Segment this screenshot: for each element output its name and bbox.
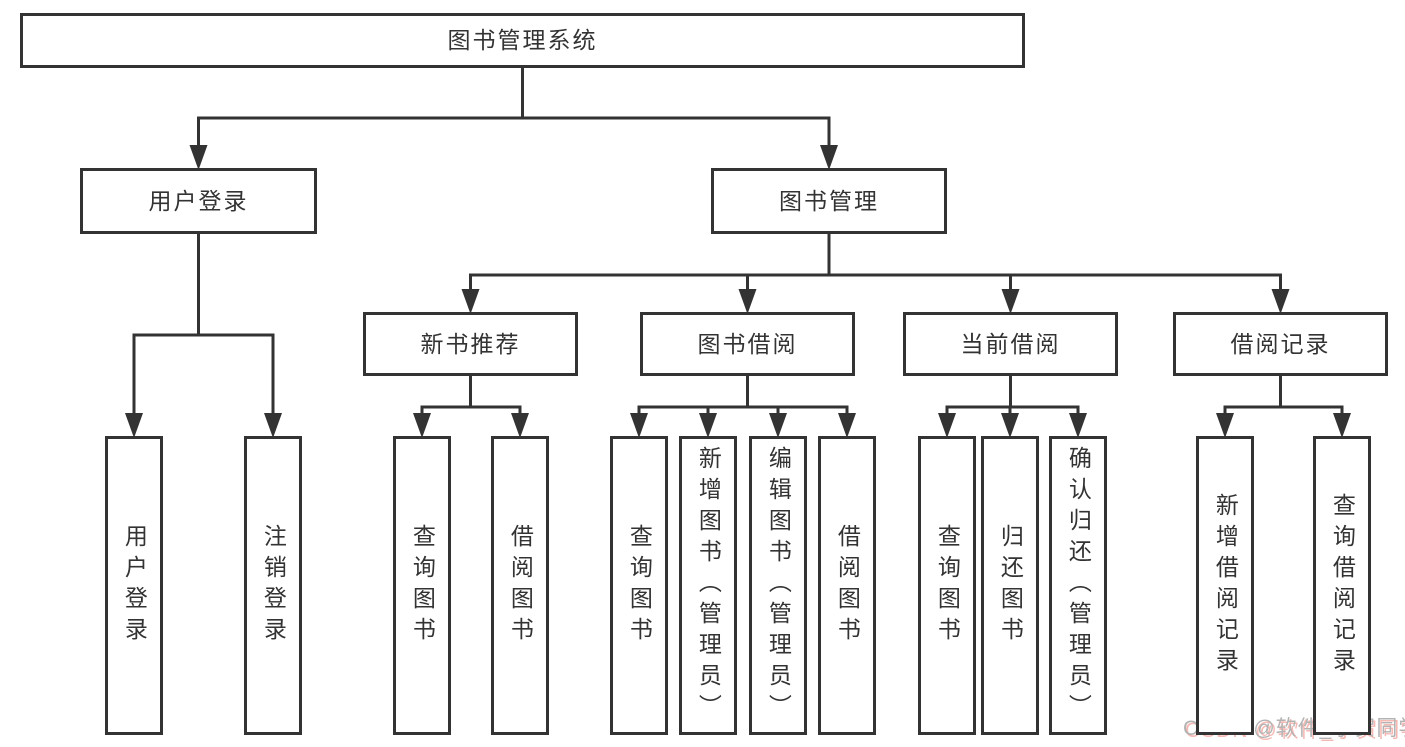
node-label: 用户登录 <box>121 523 148 648</box>
node-label: 用户登录 <box>148 187 249 214</box>
arrowhead <box>820 145 838 170</box>
node-query-books-2: 查询图书 <box>610 436 668 735</box>
node-logout-leaf: 注销登录 <box>244 436 302 735</box>
node-query-borrow-record: 查询借阅记录 <box>1313 436 1371 735</box>
arrowhead <box>264 413 282 438</box>
node-user-login-leaf: 用户登录 <box>105 436 163 735</box>
node-label: 借阅图书 <box>507 523 534 648</box>
node-label: 归还图书 <box>997 523 1024 648</box>
arrowhead <box>511 413 529 438</box>
node-book-borrow: 图书借阅 <box>640 312 855 376</box>
node-confirm-return: 确认归还（管理员） <box>1049 436 1107 735</box>
node-new-book-rec: 新书推荐 <box>363 312 578 376</box>
arrowhead <box>838 413 856 438</box>
node-query-books-3: 查询图书 <box>918 436 976 735</box>
arrowhead <box>1069 413 1087 438</box>
node-label: 借阅记录 <box>1230 330 1331 357</box>
arrowhead <box>1216 413 1234 438</box>
node-book-mgmt: 图书管理 <box>711 168 947 234</box>
node-borrow-books-1: 借阅图书 <box>491 436 549 735</box>
arrowhead <box>1001 413 1019 438</box>
arrowhead <box>189 145 208 170</box>
node-label: 查询图书 <box>626 523 653 648</box>
node-label: 图书管理系统 <box>447 27 598 54</box>
node-label: 当前借阅 <box>960 330 1061 357</box>
node-label: 图书借阅 <box>697 330 798 357</box>
node-label: 图书管理 <box>779 187 879 214</box>
arrowhead <box>769 413 787 438</box>
node-label: 查询借阅记录 <box>1329 492 1356 679</box>
node-query-books-1: 查询图书 <box>393 436 451 735</box>
node-edit-books: 编辑图书（管理员） <box>749 436 807 735</box>
node-current-borrow: 当前借阅 <box>903 312 1118 376</box>
node-borrow-books-2: 借阅图书 <box>818 436 876 735</box>
node-label: 新增图书（管理员） <box>695 446 722 725</box>
node-label: 确认归还（管理员） <box>1065 446 1092 725</box>
node-add-borrow-record: 新增借阅记录 <box>1196 436 1254 735</box>
node-label: 查询图书 <box>409 523 436 648</box>
node-label: 借阅图书 <box>834 523 861 648</box>
node-label: 编辑图书（管理员） <box>765 446 792 725</box>
arrowhead <box>461 289 480 314</box>
node-label: 新增借阅记录 <box>1212 492 1239 679</box>
node-root: 图书管理系统 <box>20 13 1025 68</box>
arrowhead <box>938 413 956 438</box>
arrowhead <box>1333 413 1351 438</box>
arrowhead <box>699 413 717 438</box>
arrowhead <box>125 413 143 438</box>
arrowhead <box>630 413 648 438</box>
node-label: 查询图书 <box>934 523 961 648</box>
node-borrow-records: 借阅记录 <box>1173 312 1388 376</box>
node-return-books: 归还图书 <box>981 436 1039 735</box>
node-label: 新书推荐 <box>420 330 521 357</box>
node-user-login: 用户登录 <box>80 168 317 234</box>
arrowhead <box>413 413 431 438</box>
arrowhead <box>738 289 757 314</box>
arrowhead <box>1001 289 1020 314</box>
node-add-books: 新增图书（管理员） <box>679 436 737 735</box>
arrowhead <box>1271 289 1290 314</box>
node-label: 注销登录 <box>260 523 287 648</box>
